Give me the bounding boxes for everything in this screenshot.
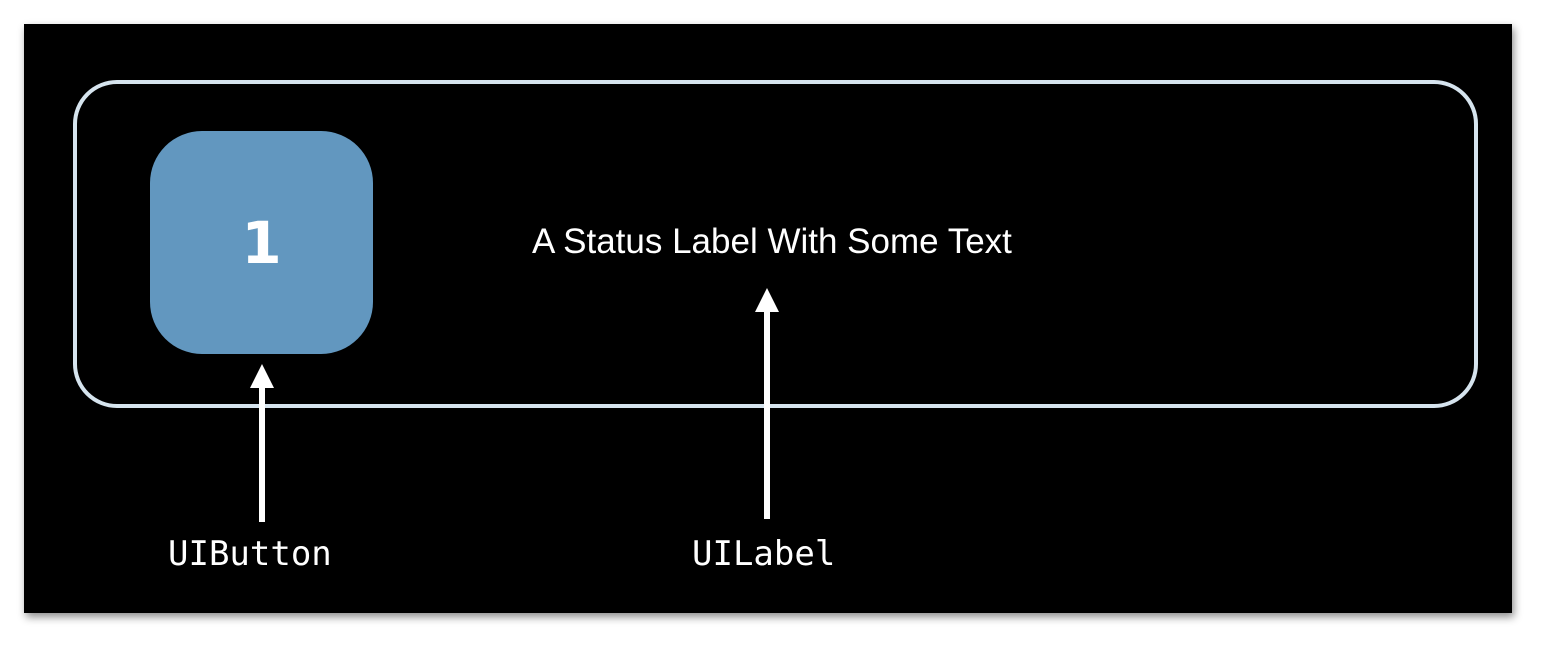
slide: 1 A Status Label With Some Text UIButton… [24, 24, 1512, 613]
button-number: 1 [241, 208, 282, 277]
status-label: A Status Label With Some Text [532, 222, 1012, 261]
ui-button[interactable]: 1 [150, 131, 373, 354]
uilabel-caption: UILabel [692, 534, 836, 574]
arrow-up-icon [250, 364, 274, 522]
uibutton-caption: UIButton [168, 534, 332, 574]
arrow-up-icon [755, 288, 779, 519]
stack-view-outline [73, 80, 1478, 408]
